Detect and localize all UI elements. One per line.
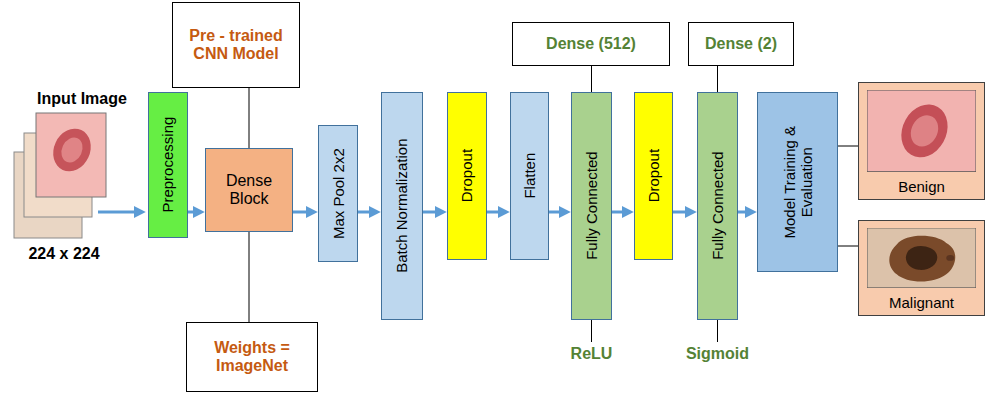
box-label: Dense (2)	[705, 35, 777, 53]
lesion	[892, 96, 957, 166]
process-box: Dense Block	[205, 148, 293, 232]
box-label: Dense (512)	[546, 35, 636, 53]
image-caption: Input Image	[2, 90, 162, 108]
skin-background	[867, 228, 976, 288]
leader-line	[591, 320, 592, 342]
connector-line	[838, 246, 858, 247]
layer-label: Dropout	[645, 149, 662, 202]
flow-arrow	[612, 211, 629, 214]
box-label: Pre - trained CNN Model	[178, 27, 294, 64]
lesion-core	[906, 246, 937, 270]
connector-line	[591, 66, 592, 92]
annotation-box: Pre - trained CNN Model	[172, 2, 300, 88]
box-label: Malignant	[889, 294, 954, 311]
layer-box: Dropout	[634, 92, 673, 260]
layer-label: Dropout	[458, 149, 475, 202]
flow-arrow	[549, 211, 566, 214]
image-caption: Input Image	[2, 90, 162, 108]
annotation-box: Weights = ImageNet	[186, 322, 318, 392]
layer-box: Fully Connected	[697, 92, 738, 320]
flow-arrow	[358, 211, 376, 214]
process-box: Preprocessing	[148, 92, 188, 238]
connector-line	[717, 66, 718, 92]
box-label: Weights = ImageNet	[192, 339, 312, 376]
lesion	[889, 236, 955, 282]
flow-arrow	[673, 211, 692, 214]
activation-label: Sigmoid	[638, 345, 798, 363]
activation-label: Sigmoid	[638, 345, 798, 363]
lesion	[46, 122, 97, 177]
input-image-stack	[14, 113, 106, 238]
activation-label: ReLU	[512, 345, 672, 363]
layer-label: Max Pool 2x2	[329, 148, 346, 239]
benign-lesion-image	[867, 90, 976, 172]
flow-arrow	[188, 211, 200, 214]
layer-box: Flatten	[510, 92, 549, 260]
layer-label: Model Training & Evaluation	[780, 100, 815, 264]
lesion-spot	[946, 255, 954, 261]
image-frame	[36, 113, 106, 197]
layer-box: Dropout	[447, 92, 487, 260]
layer-box: Batch Normalization	[381, 92, 423, 320]
output-box: Benign	[858, 82, 985, 200]
lesion-core	[57, 134, 86, 166]
box-label: Dense Block	[211, 172, 287, 209]
flow-arrow	[487, 211, 505, 214]
annotation-box: Dense (512)	[512, 22, 670, 66]
annotation-box: Dense (2)	[688, 22, 794, 66]
connector-line	[249, 88, 250, 148]
flow-arrow	[738, 211, 752, 214]
malignant-lesion-image	[867, 228, 976, 288]
connector-line	[249, 232, 250, 322]
skin-background	[867, 90, 976, 172]
dimension-label: 224 x 224	[0, 245, 144, 263]
layer-label: Flatten	[521, 153, 538, 199]
input-arrow	[98, 211, 141, 214]
layer-label: Preprocessing	[159, 117, 176, 213]
lesion-core	[905, 110, 943, 152]
box-label: Benign	[898, 178, 945, 195]
dimension-label: 224 x 224	[0, 245, 144, 263]
layer-label: Fully Connected	[709, 152, 726, 260]
layer-box: Fully Connected	[571, 92, 612, 320]
output-box: Malignant	[858, 220, 985, 316]
flow-arrow	[293, 211, 313, 214]
layer-label: Batch Normalization	[393, 139, 410, 273]
process-box: Model Training & Evaluation	[757, 92, 838, 272]
layer-label: Fully Connected	[583, 152, 600, 260]
connector-line	[838, 146, 858, 147]
activation-label: ReLU	[512, 345, 672, 363]
flow-arrow	[423, 211, 442, 214]
leader-line	[717, 320, 718, 342]
layer-box: Max Pool 2x2	[318, 125, 358, 262]
